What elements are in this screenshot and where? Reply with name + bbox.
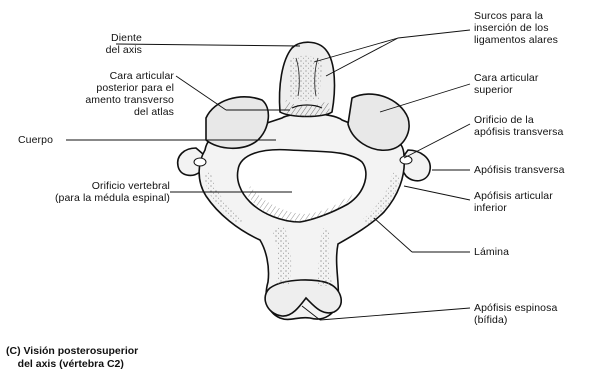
label-cara-articular-superior: Cara articular superior [474, 72, 538, 96]
label-orificio-vertebral: Orificio vertebral (para la médula espin… [6, 180, 170, 204]
label-orificio-apofisis-transversa: Orificio de la apófisis transversa [474, 114, 563, 138]
label-cara-articular-posterior: Cara articular posterior para el amento … [56, 70, 174, 118]
label-apofisis-articular-inferior: Apófisis articular inferior [474, 190, 553, 214]
label-lamina: Lámina [474, 246, 509, 258]
label-diente-axis: Diente del axis [72, 32, 142, 56]
label-cuerpo: Cuerpo [18, 134, 53, 146]
figure-caption: (C) Visión posterosuperior del axis (vér… [6, 345, 138, 371]
label-apofisis-transversa: Apófisis transversa [474, 164, 565, 176]
label-apofisis-espinosa: Apófisis espinosa (bífida) [474, 302, 557, 326]
label-surcos-ligamentos: Surcos para la inserción de los ligament… [474, 10, 558, 46]
